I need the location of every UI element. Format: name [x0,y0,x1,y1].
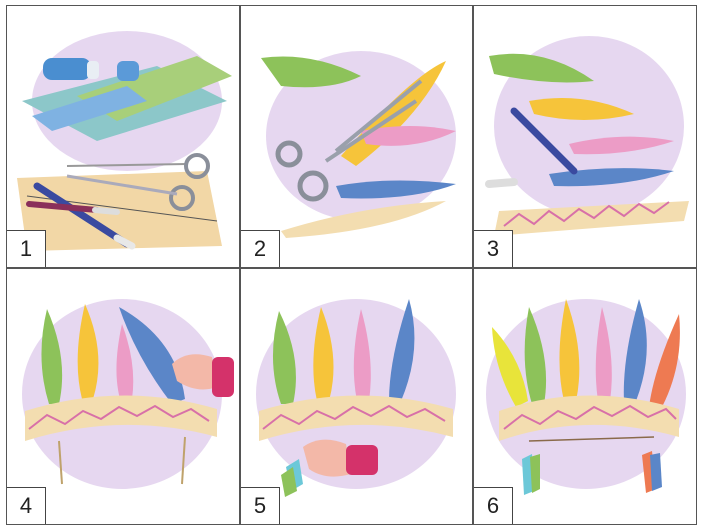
step-3-illustration [474,6,697,268]
step-2-illustration [241,6,473,268]
step-number-3: 3 [473,230,513,268]
step-panel-2: 2 [240,5,473,268]
step-number-2: 2 [240,230,280,268]
step-number-6: 6 [473,487,513,525]
step-panel-4: 4 [6,268,240,525]
step-panel-5: 5 [240,268,473,525]
step-number-1: 1 [6,230,46,268]
step-panel-6: 6 [473,268,697,525]
step-1-illustration [7,6,240,268]
step-panel-3: 3 [473,5,697,268]
step-panel-1: 1 [6,5,240,268]
step-number-5: 5 [240,487,280,525]
step-number-4: 4 [6,487,46,525]
